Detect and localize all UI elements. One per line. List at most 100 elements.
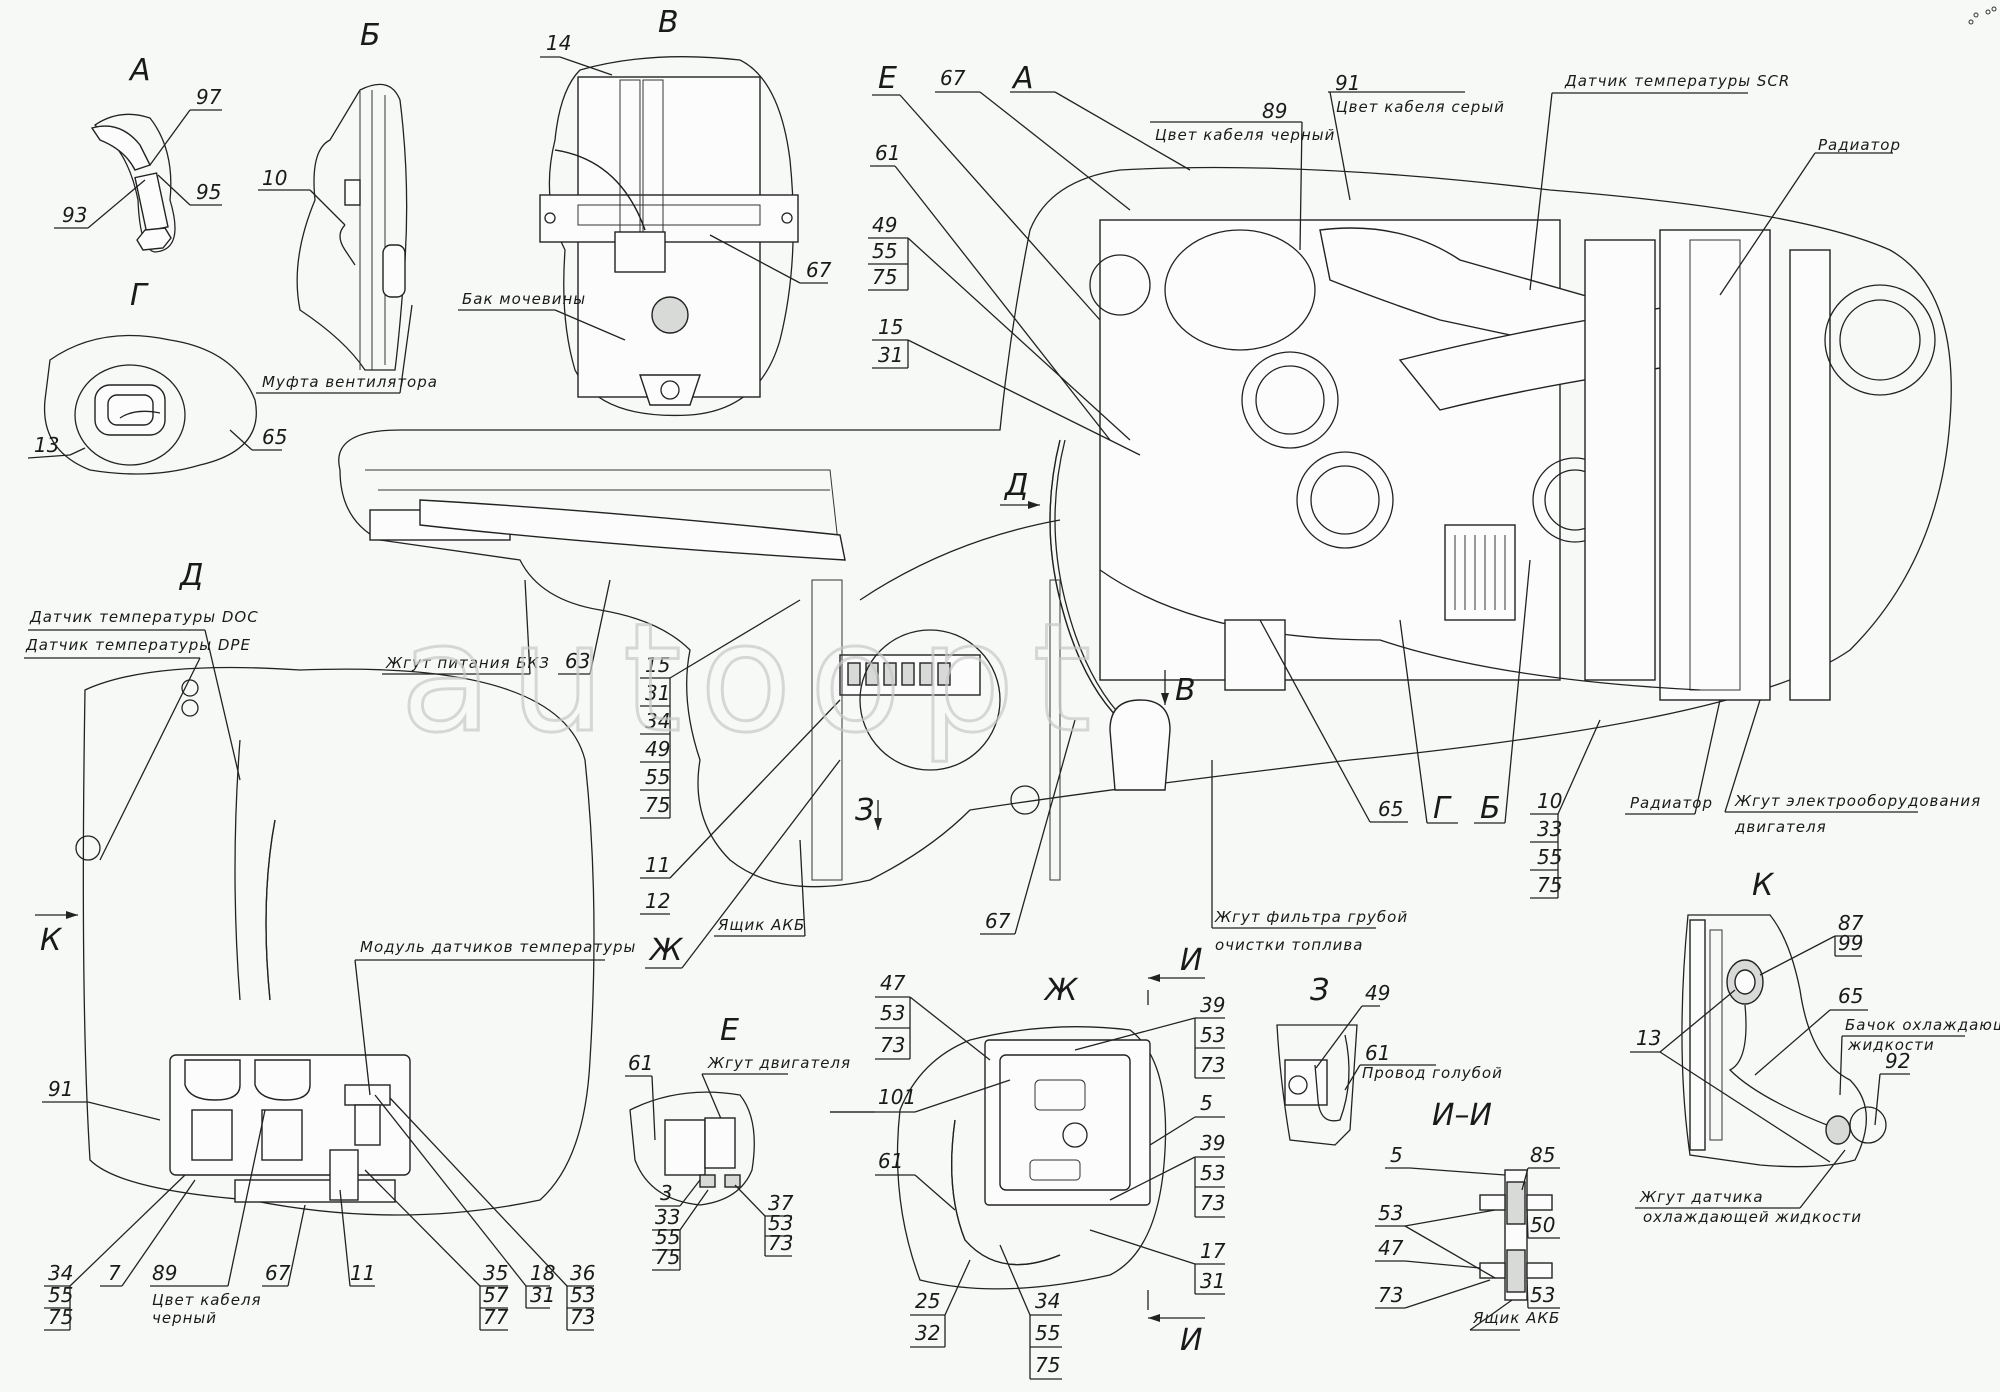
stack-18-item: 31 xyxy=(530,1283,555,1307)
note-bkz-harness: Жгут питания БКЗ xyxy=(385,654,550,672)
note-battery-box-ii: Ящик АКБ xyxy=(1472,1309,1560,1327)
stack-34-item: 34 xyxy=(48,1261,73,1285)
view-e: Е Жгут двигателя 61 3 33 55 75 37 53 73 xyxy=(625,1013,851,1271)
stack-item: 15 xyxy=(645,653,670,677)
stack-34zh-item: 34 xyxy=(1035,1289,1060,1313)
section-ii-title: И–И xyxy=(1432,1098,1492,1133)
callout-stack-34-55-75-zh: 34 55 75 xyxy=(999,1244,1062,1380)
arrow-z-label: З xyxy=(855,793,874,828)
view-z: З 49 61 Провод голубой xyxy=(1276,973,1502,1146)
callout-91-top: 91 xyxy=(1335,71,1360,95)
stack-item: 55 xyxy=(645,765,670,789)
section-i-top: И xyxy=(1180,943,1202,978)
note-urea-tank: Бак мочевины xyxy=(462,290,586,308)
callout-61-zh: 61 xyxy=(878,1149,903,1173)
stack-15-item: 31 xyxy=(878,343,903,367)
callout-50: 50 xyxy=(1530,1213,1555,1237)
stack-34-item: 75 xyxy=(48,1305,73,1329)
callout-65-k: 65 xyxy=(1838,984,1863,1008)
view-g-title: Г xyxy=(130,278,149,313)
view-k-title: К xyxy=(1752,868,1775,903)
view-e-title: Е xyxy=(720,1013,739,1048)
note-battery-box: Ящик АКБ xyxy=(717,916,805,934)
callout-67-bottom: 67 xyxy=(985,909,1011,933)
callout-stack-47-53-73: 47 53 73 xyxy=(875,971,991,1061)
stack-25-item: 32 xyxy=(915,1321,940,1345)
stack-10-item: 10 xyxy=(1537,789,1562,813)
stack-item: 49 xyxy=(645,737,670,761)
callout-stack-33-55-75: 33 55 75 xyxy=(652,1189,709,1271)
stack-36-item: 73 xyxy=(570,1305,595,1329)
stack-34zh-item: 75 xyxy=(1035,1353,1060,1377)
stack-87-item: 87 xyxy=(1838,911,1864,935)
stack-47-item: 47 xyxy=(880,971,906,995)
callout-89-top: 89 xyxy=(1262,99,1287,123)
callout-85: 85 xyxy=(1530,1143,1555,1167)
callout-97: 97 xyxy=(196,85,222,109)
stack-35-item: 77 xyxy=(483,1305,509,1329)
callout-stack-10-33-55-75: 10 33 55 75 xyxy=(1530,719,1601,899)
callout-49-z: 49 xyxy=(1365,981,1390,1005)
leader-g: Г xyxy=(1433,791,1452,826)
note-cable-black-d-2: черный xyxy=(152,1309,217,1327)
stack-37-item: 37 xyxy=(768,1191,794,1215)
callout-stack-15-31: 15 31 xyxy=(872,315,1141,456)
note-radiator-bottom: Радиатор xyxy=(1630,794,1713,812)
stack-18-item: 18 xyxy=(530,1261,555,1285)
callout-95: 95 xyxy=(196,180,221,204)
note-doc-sensor: Датчик температуры DOC xyxy=(29,608,259,626)
stack-item: 75 xyxy=(645,793,670,817)
main-callouts-top: Е 67 А 89 Цвет кабеля черный 91 Цвет каб… xyxy=(870,61,1901,441)
note-cable-black-d-1: Цвет кабеля xyxy=(152,1291,262,1309)
callout-stack-35-57-77: 35 57 77 xyxy=(364,1169,509,1331)
callout-47-ii: 47 xyxy=(1378,1236,1404,1260)
stack-35-item: 57 xyxy=(483,1283,509,1307)
callout-65: 65 xyxy=(262,425,287,449)
view-v: В 14 67 Бак мочевины xyxy=(458,5,832,417)
stack-item: 31 xyxy=(645,681,670,705)
callout-89-d: 89 xyxy=(152,1261,177,1285)
stack-39a-item: 53 xyxy=(1200,1023,1225,1047)
callout-stack-18-31: 18 31 xyxy=(374,1094,555,1309)
note-temp-module: Модуль датчиков температуры xyxy=(360,938,636,956)
stack-87-item: 99 xyxy=(1838,931,1863,955)
view-d-title: Д xyxy=(178,558,203,593)
stack-17-item: 17 xyxy=(1200,1239,1226,1263)
note-cable-black: Цвет кабеля черный xyxy=(1155,126,1335,144)
callout-11-d: 11 xyxy=(350,1261,375,1285)
section-i-bottom: И xyxy=(1180,1323,1202,1358)
callout-61-e: 61 xyxy=(628,1051,653,1075)
note-coolant-harness-2: охлаждающей жидкости xyxy=(1643,1208,1862,1226)
callout-stack-87-99: 87 99 xyxy=(1759,911,1864,976)
note-radiator-top: Радиатор xyxy=(1818,136,1901,154)
callout-stack-15-75: 15 31 34 49 55 75 xyxy=(640,599,801,819)
stack-33-item: 33 xyxy=(655,1205,680,1229)
stack-37-item: 53 xyxy=(768,1211,793,1235)
view-k: К 87 99 65 13 Бачок охлаждающей жидкости… xyxy=(1630,868,2000,1226)
stack-33-item: 55 xyxy=(655,1225,680,1249)
callout-10: 10 xyxy=(262,166,287,190)
stack-49-item: 49 xyxy=(872,213,897,237)
note-dpf-sensor: Датчик температуры DPE xyxy=(25,636,251,654)
fuse-row xyxy=(847,662,951,686)
note-engine-harness-2: двигателя xyxy=(1734,818,1827,836)
note-engine-harness-e: Жгут двигателя xyxy=(707,1054,851,1072)
view-v-title: В xyxy=(658,5,679,40)
callout-53-ii-b: 53 xyxy=(1530,1283,1555,1307)
stack-36-item: 36 xyxy=(570,1261,595,1285)
watermark: autoopt xyxy=(399,591,1093,768)
leader-zh: Ж xyxy=(648,933,684,968)
callout-stack-25-32: 25 32 xyxy=(910,1259,971,1348)
stack-25-item: 25 xyxy=(915,1289,940,1313)
callout-14: 14 xyxy=(546,31,571,55)
note-coolant-tank-1: Бачок охлаждающей xyxy=(1845,1016,2000,1034)
section-ii: И–И 5 85 53 50 47 73 53 Ящик АКБ xyxy=(1375,1098,1560,1331)
view-b: Б 10 Муфта вентилятора xyxy=(256,18,437,394)
callout-73-ii: 73 xyxy=(1378,1283,1403,1307)
stack-39a-item: 39 xyxy=(1200,993,1225,1017)
callout-67: 67 xyxy=(806,258,832,282)
arrow-v-label: В xyxy=(1175,673,1196,708)
alternator-fins xyxy=(1454,535,1506,610)
callout-7: 7 xyxy=(108,1261,121,1285)
